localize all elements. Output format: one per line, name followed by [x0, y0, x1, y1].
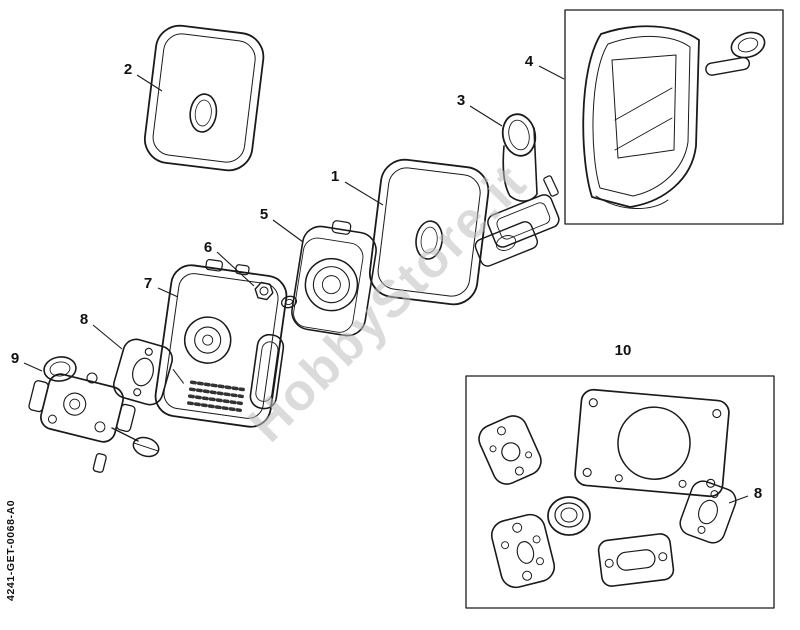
leader-line-8a [92, 324, 123, 350]
leader-line-8b [728, 495, 749, 504]
parts-artwork [28, 9, 784, 609]
gasket-8-kit [679, 480, 737, 544]
leader-line-1 [344, 181, 384, 206]
watermark: HobbyStore.it [238, 153, 538, 453]
part-3-intake-elbow [474, 113, 560, 267]
callout-8b: 8 [754, 485, 762, 502]
part-4-shroud [582, 25, 700, 210]
callout-9: 9 [11, 350, 19, 367]
carburetor-gasket [478, 415, 542, 485]
leader-line-3 [469, 105, 503, 127]
callout-7: 7 [144, 275, 152, 292]
callout-6: 6 [204, 239, 212, 256]
callout-10: 10 [615, 342, 632, 359]
part-4-box [564, 9, 784, 225]
callout-4: 4 [525, 53, 534, 70]
part-4-group [564, 9, 784, 225]
leader-line-5 [272, 219, 304, 243]
muffler-gasket [597, 533, 675, 587]
leader-lines [23, 65, 749, 504]
leader-line-6 [216, 251, 255, 287]
pump-gasket [490, 513, 556, 589]
cylinder-gasket [574, 388, 730, 498]
leader-line-4 [538, 65, 565, 80]
part-2-air-filter [143, 24, 265, 172]
leader-line-9 [23, 362, 43, 372]
mesh-grid [186, 380, 245, 413]
part-9-carburetor [28, 356, 160, 473]
callout-8a: 8 [80, 311, 88, 328]
leader-line-2 [136, 74, 163, 92]
callout-1: 1 [331, 168, 339, 185]
part-10-gasket-kit [465, 375, 775, 609]
part-6-nut [254, 281, 274, 301]
part-8-gasket [112, 338, 174, 406]
part-10-box [465, 375, 775, 609]
part-5-filter-base [291, 220, 377, 337]
leader-line-7 [157, 287, 179, 298]
part-7-filter-housing [154, 258, 288, 428]
seal-ring [547, 496, 591, 536]
callout-3: 3 [457, 92, 465, 109]
doc-code: 4241-GET-0068-A0 [5, 500, 17, 601]
callouts: 2 4 3 1 5 6 7 8 9 10 8 [11, 53, 762, 502]
callout-2: 2 [124, 61, 132, 78]
callout-5: 5 [260, 206, 268, 223]
twist-lock-knob [705, 31, 766, 76]
